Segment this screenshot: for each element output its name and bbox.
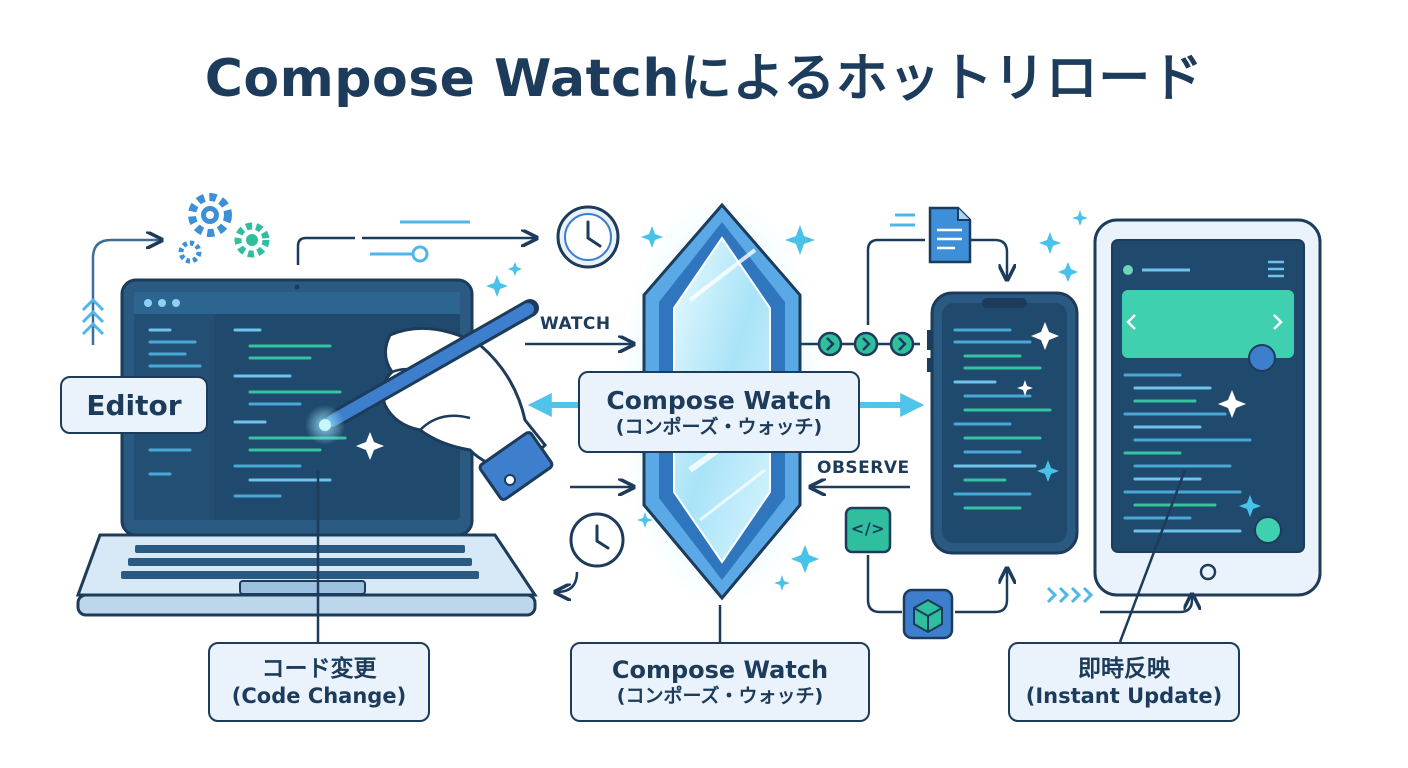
caption-compose-watch-sub: (コンポーズ・ウォッチ)	[616, 685, 824, 708]
watch-label: WATCH	[540, 314, 611, 334]
cube-icon	[902, 588, 954, 640]
center-compose-watch-box: Compose Watch (コンポーズ・ウォッチ)	[578, 371, 860, 453]
sparkle-icon	[356, 432, 384, 460]
smartphone	[927, 291, 1079, 555]
gear-icon	[178, 193, 270, 264]
caption-code-change: コード変更 (Code Change)	[208, 642, 430, 722]
caption-compose-watch-title: Compose Watch	[611, 656, 829, 685]
caption-instant-update-en: (Instant Update)	[1025, 684, 1223, 709]
caption-instant-update-jp: 即時反映	[1078, 655, 1170, 682]
center-box-title: Compose Watch	[606, 385, 832, 415]
observe-label: OBSERVE	[817, 458, 910, 478]
caption-code-change-en: (Code Change)	[231, 684, 407, 709]
chevron-right-icon	[817, 331, 915, 357]
center-box-subtitle: (コンポーズ・ウォッチ)	[615, 415, 823, 438]
caption-instant-update: 即時反映 (Instant Update)	[1008, 642, 1240, 722]
clock-icon	[569, 512, 625, 568]
clock-icon	[556, 205, 620, 269]
page-title: Compose Watchによるホットリロード	[204, 49, 1204, 109]
editor-label-text: Editor	[86, 388, 182, 422]
caption-compose-watch: Compose Watch (コンポーズ・ウォッチ)	[570, 642, 870, 722]
pen-icon	[305, 299, 539, 445]
editor-label: Editor	[60, 376, 208, 434]
document-icon	[928, 206, 972, 264]
caption-code-change-jp: コード変更	[261, 655, 377, 682]
tablet	[1093, 218, 1322, 597]
code-icon	[844, 506, 892, 554]
code-tag-label: </>	[850, 519, 886, 538]
